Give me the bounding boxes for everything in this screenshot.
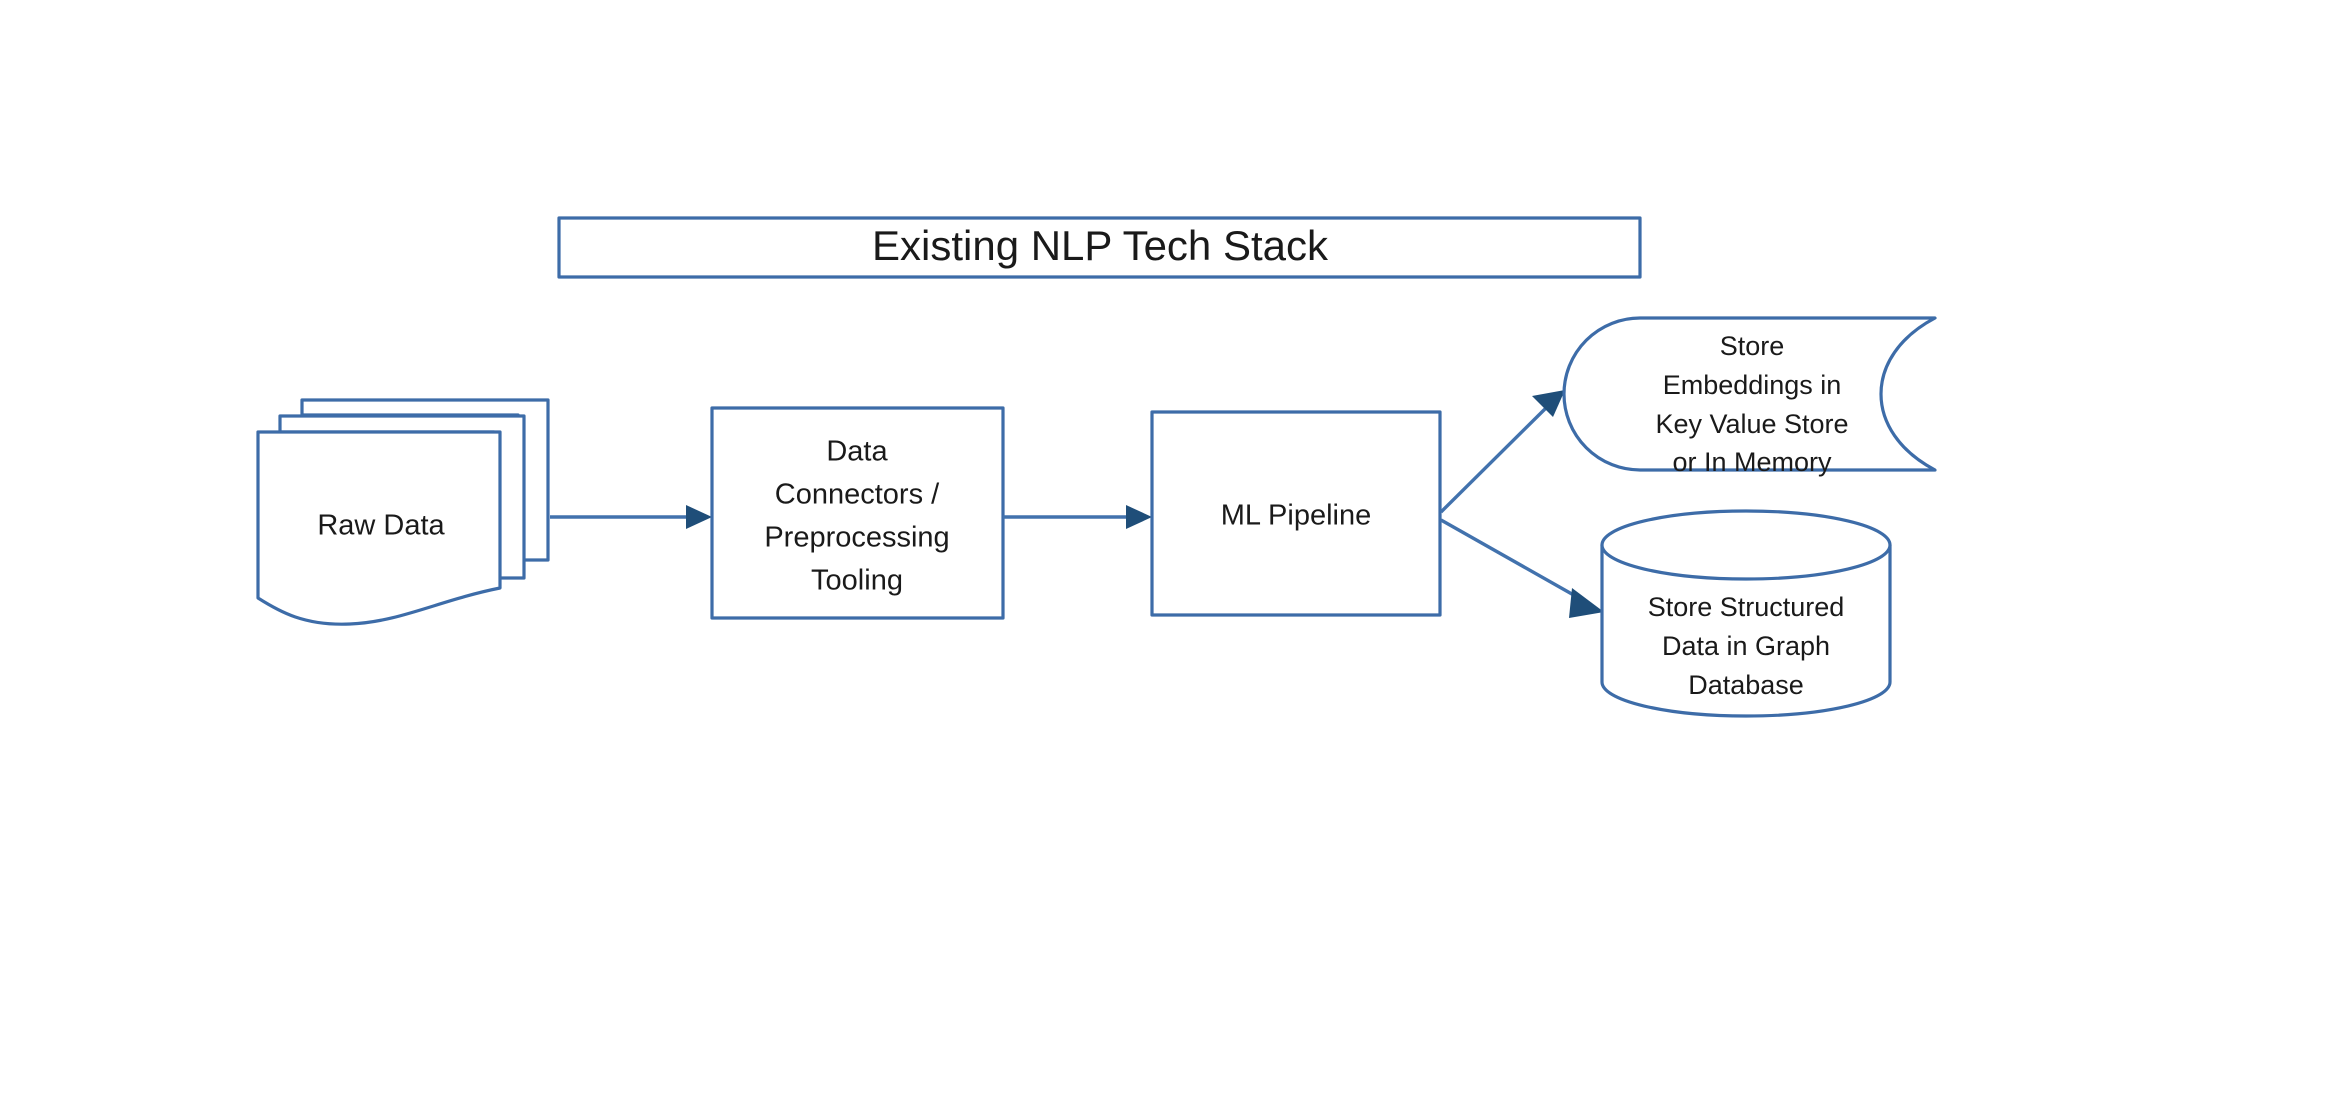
data-connectors-label-line-3: Preprocessing bbox=[764, 522, 949, 554]
node-title-box[interactable]: Existing NLP Tech Stack bbox=[557, 216, 1642, 279]
store-embeddings-label-line-4: or In Memory bbox=[1672, 447, 1832, 477]
data-connectors-rect bbox=[710, 406, 1005, 620]
edge-pipeline-to-embeddings-line bbox=[1439, 404, 1550, 514]
raw-data-label: Raw Data bbox=[317, 510, 445, 542]
node-raw-data[interactable]: Raw Data bbox=[256, 398, 550, 626]
node-graph-database[interactable]: Store Structured Data in Graph Database bbox=[1600, 509, 1892, 718]
title-box-label: Existing NLP Tech Stack bbox=[872, 222, 1329, 269]
edge-pipeline-to-embeddings-arrowhead bbox=[1532, 390, 1565, 417]
edge-raw-to-connectors-arrowhead bbox=[686, 505, 712, 529]
node-store-embeddings[interactable]: Store Embeddings in Key Value Store or I… bbox=[1562, 316, 1937, 477]
data-connectors-label-line-1: Data bbox=[826, 436, 888, 468]
edge-connectors-to-pipeline-arrowhead bbox=[1126, 505, 1152, 529]
ml-pipeline-label: ML Pipeline bbox=[1221, 500, 1371, 532]
node-data-connectors[interactable]: Data Connectors / Preprocessing Tooling bbox=[710, 406, 1005, 620]
graph-database-label-line-1: Store Structured bbox=[1648, 592, 1845, 622]
graph-database-cylinder-top bbox=[1600, 509, 1892, 581]
store-embeddings-label-line-3: Key Value Store bbox=[1655, 409, 1848, 439]
edge-raw-to-connectors bbox=[550, 505, 712, 529]
store-embeddings-shape bbox=[1562, 316, 1937, 472]
raw-data-sheet-front bbox=[256, 430, 502, 626]
graph-database-label-line-2: Data in Graph bbox=[1662, 631, 1830, 661]
edge-pipeline-to-embeddings bbox=[1439, 390, 1565, 514]
edge-pipeline-to-graphdb-arrowhead bbox=[1569, 588, 1604, 618]
store-embeddings-label-line-2: Embeddings in bbox=[1663, 370, 1842, 400]
data-connectors-label-line-2: Connectors / bbox=[775, 479, 940, 511]
graph-database-cylinder-body bbox=[1600, 543, 1892, 718]
edge-connectors-to-pipeline bbox=[1003, 505, 1152, 529]
store-embeddings-label-line-1: Store bbox=[1720, 331, 1785, 361]
title-box-rect bbox=[557, 216, 1642, 279]
edge-pipeline-to-graphdb-line bbox=[1440, 518, 1587, 604]
edge-pipeline-to-graphdb bbox=[1440, 518, 1604, 618]
data-connectors-label-line-4: Tooling bbox=[811, 565, 903, 597]
node-ml-pipeline[interactable]: ML Pipeline bbox=[1150, 410, 1442, 617]
ml-pipeline-rect bbox=[1150, 410, 1442, 617]
graph-database-label-line-3: Database bbox=[1688, 670, 1804, 700]
